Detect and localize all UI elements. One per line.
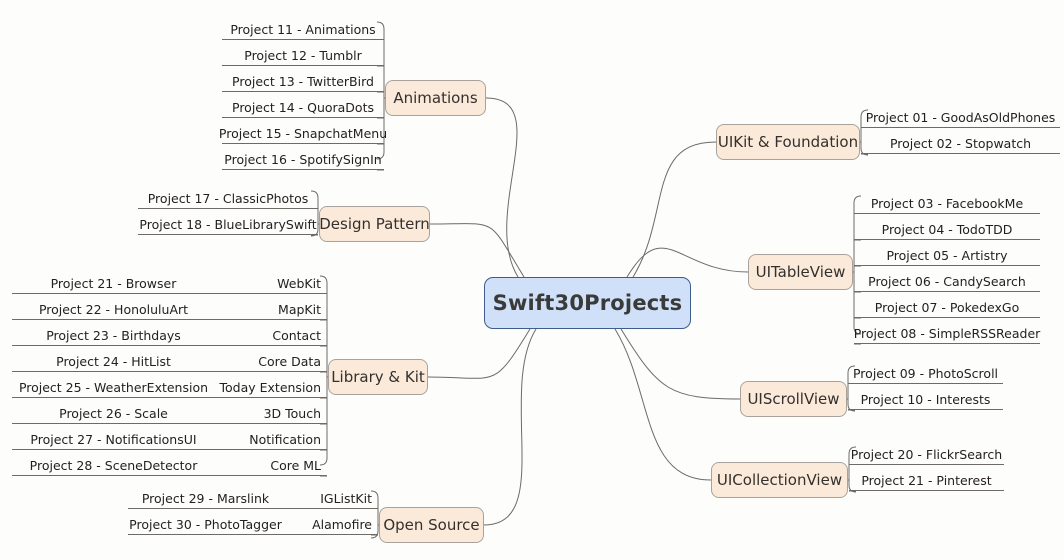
leaf-item[interactable]: Project 26 - Scale 3D Touch [12,404,327,424]
leaf-project-name: Project 08 - SimpleRSSReader [853,326,1041,341]
root-node[interactable]: Swift30Projects [484,277,691,329]
leaf-item[interactable]: Project 30 - PhotoTagger Alamofire [128,515,378,535]
leaf-project-name: Project 10 - Interests [860,392,991,407]
leaf-project-name: Project 06 - CandySearch [868,274,1026,289]
leaf-item[interactable]: Project 06 - CandySearch [854,272,1040,292]
leaf-project-name: Project 16 - SpotifySignIn [224,152,382,167]
leaf-project-name: Project 14 - QuoraDots [232,100,374,115]
leaf-project-name: Project 21 - Browser [50,276,177,291]
leaf-project-name: Project 03 - FacebookMe [870,196,1024,211]
leaf-project-name: Project 22 - HonoluluArt [38,302,189,317]
leaf-item[interactable]: Project 22 - HonoluluArt MapKit [12,300,327,320]
leaf-item[interactable]: Project 07 - PokedexGo [854,298,1040,318]
leaf-framework-name: Today Extension [219,380,322,395]
leaf-project-name: Project 20 - FlickrSearch [850,447,1003,462]
leaf-project-name: Project 04 - TodoTDD [881,222,1013,237]
leaf-project-name: Project 21 - Pinterest [861,473,992,488]
leaf-item[interactable]: Project 29 - Marslink IGListKit [128,489,378,509]
leaf-framework-name: 3D Touch [263,406,321,421]
leaf-framework-name: Core ML [270,458,321,473]
leaf-item[interactable]: Project 05 - Artistry [854,246,1040,266]
leaf-project-name: Project 05 - Artistry [886,248,1008,263]
leaf-item[interactable]: Project 09 - PhotoScroll [848,364,1003,384]
leaf-item[interactable]: Project 18 - BlueLibrarySwift [138,215,318,235]
leaf-framework-name: MapKit [278,302,321,317]
branch-node-uiscrollview[interactable]: UIScrollView [740,381,847,417]
leaf-item[interactable]: Project 01 - GoodAsOldPhones [861,108,1060,128]
leaf-framework-name: IGListKit [320,491,372,506]
leaf-framework-name: Core Data [258,354,321,369]
leaf-item[interactable]: Project 25 - WeatherExtension Today Exten… [12,378,327,398]
branch-node-animations[interactable]: Animations [385,80,486,116]
leaf-project-name: Project 13 - TwitterBird [232,74,374,89]
leaf-project-name: Project 24 - HitList [56,354,171,369]
leaf-item[interactable]: Project 23 - Birthdays Contact [12,326,327,346]
leaf-item[interactable]: Project 27 - NotificationsUI Notification [12,430,327,450]
leaf-project-name: Project 17 - ClassicPhotos [147,191,309,206]
leaf-item[interactable]: Project 24 - HitList Core Data [12,352,327,372]
leaf-project-name: Project 02 - Stopwatch [889,136,1032,151]
leaf-project-name: Project 30 - PhotoTagger [129,517,282,532]
leaf-item[interactable]: Project 11 - Animations [222,20,384,40]
leaf-project-name: Project 26 - Scale [59,406,168,421]
branch-node-design-pattern[interactable]: Design Pattern [319,206,430,242]
leaf-framework-name: Notification [249,432,321,447]
leaf-project-name: Project 25 - WeatherExtension [18,380,209,395]
leaf-project-name: Project 29 - Marslink [141,491,270,506]
leaf-item[interactable]: Project 28 - SceneDetector Core ML [12,456,327,476]
leaf-item[interactable]: Project 15 - SnapchatMenu [218,124,388,144]
leaf-project-name: Project 01 - GoodAsOldPhones [865,110,1056,125]
leaf-project-name: Project 27 - NotificationsUI [30,432,197,447]
leaf-item[interactable]: Project 21 - Browser WebKit [12,274,327,294]
leaf-project-name: Project 28 - SceneDetector [29,458,198,473]
leaf-project-name: Project 12 - Tumblr [244,48,362,63]
leaf-framework-name: Alamofire [312,517,372,532]
leaf-item[interactable]: Project 12 - Tumblr [222,46,384,66]
leaf-project-name: Project 11 - Animations [230,22,376,37]
leaf-project-name: Project 09 - PhotoScroll [852,366,999,381]
branch-node-uikit-and-foundation[interactable]: UIKit & Foundation [716,124,860,160]
leaf-project-name: Project 07 - PokedexGo [874,300,1020,315]
branch-node-uitableview[interactable]: UITableView [748,254,853,290]
leaf-item[interactable]: Project 16 - SpotifySignIn [222,150,384,170]
leaf-item[interactable]: Project 21 - Pinterest [849,471,1004,491]
leaf-framework-name: WebKit [277,276,321,291]
branch-node-library-and-kit[interactable]: Library & Kit [328,359,428,395]
leaf-project-name: Project 18 - BlueLibrarySwift [139,217,317,232]
leaf-item[interactable]: Project 10 - Interests [848,390,1003,410]
leaf-project-name: Project 23 - Birthdays [46,328,181,343]
leaf-item[interactable]: Project 02 - Stopwatch [861,134,1060,154]
leaf-item[interactable]: Project 17 - ClassicPhotos [138,189,318,209]
leaf-framework-name: Contact [272,328,321,343]
leaf-item[interactable]: Project 04 - TodoTDD [854,220,1040,240]
leaf-item[interactable]: Project 03 - FacebookMe [854,194,1040,214]
leaf-project-name: Project 15 - SnapchatMenu [218,126,388,141]
leaf-item[interactable]: Project 20 - FlickrSearch [849,445,1004,465]
branch-node-uicollectionview[interactable]: UICollectionView [711,462,848,498]
leaf-item[interactable]: Project 08 - SimpleRSSReader [854,324,1040,344]
branch-node-open-source[interactable]: Open Source [379,507,484,543]
leaf-item[interactable]: Project 14 - QuoraDots [222,98,384,118]
leaf-item[interactable]: Project 13 - TwitterBird [222,72,384,92]
